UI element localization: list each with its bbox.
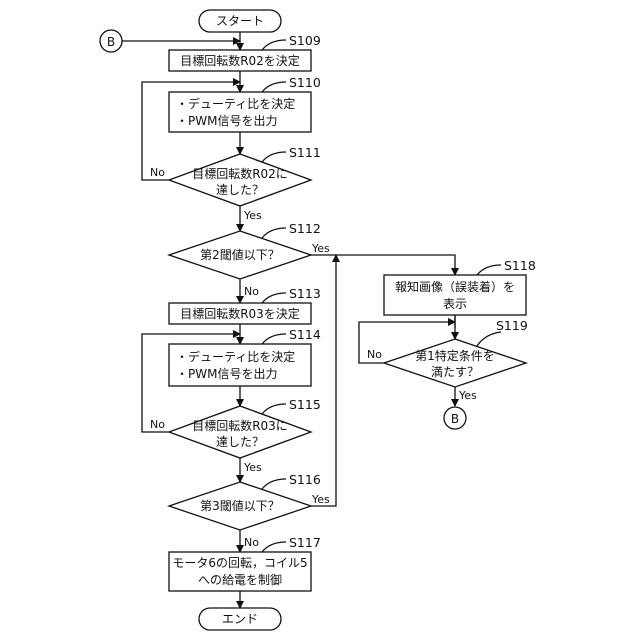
decision-s112-label: S112: [289, 221, 321, 236]
step-s114: ・デューティ比を決定 ・PWM信号を出力 S114: [169, 327, 321, 386]
step-s117-line1: モータ6の回転，コイル5: [172, 556, 307, 570]
decision-s111-line1: 目標回転数R02に: [192, 166, 288, 181]
decision-s116-text: 第3閾値以下？: [200, 498, 280, 513]
leader-s118: [477, 265, 501, 275]
leader-s114: [262, 334, 286, 344]
connector-b-top-text: B: [107, 35, 115, 49]
decision-s112-text: 第2閾値以下？: [200, 247, 280, 262]
step-s114-label: S114: [289, 327, 321, 342]
s112-yes-line: [311, 255, 455, 275]
s111-yes-label: Yes: [243, 209, 262, 222]
connector-b-bottom-text: B: [451, 412, 459, 426]
start-text: スタート: [216, 14, 264, 28]
decision-s115: 目標回転数R03に 達した？ S115: [169, 397, 321, 458]
decision-s111-line2: 達した？: [216, 183, 264, 197]
s116-yes-label: Yes: [311, 493, 330, 506]
leader-s111: [262, 152, 286, 162]
s111-no-label: No: [150, 166, 165, 179]
step-s110-line1: ・デューティ比を決定: [176, 96, 295, 111]
decision-s119-line2: 満たす？: [431, 365, 479, 379]
decision-s115-line2: 達した？: [216, 435, 264, 449]
leader-s109: [262, 40, 286, 50]
step-s117-line2: への給電を制御: [198, 572, 282, 587]
s115-yes-label: Yes: [243, 461, 262, 474]
step-s113-text: 目標回転数R03を決定: [180, 306, 300, 321]
step-s109: 目標回転数R02を決定 S109: [169, 33, 321, 71]
leader-s110: [262, 82, 286, 92]
s112-yes-label: Yes: [311, 242, 330, 255]
decision-s115-label: S115: [289, 397, 321, 412]
decision-s119: 第1特定条件を 満たす？ S119: [384, 318, 528, 387]
step-s109-text: 目標回転数R02を決定: [180, 53, 300, 68]
step-s110: ・デューティ比を決定 ・PWM信号を出力 S110: [169, 75, 321, 132]
leader-s119: [477, 332, 501, 346]
step-s114-line2: ・PWM信号を出力: [176, 367, 277, 381]
end-terminal: エンド: [199, 608, 281, 630]
s115-no-label: No: [150, 418, 165, 431]
connector-b-top: B: [100, 30, 122, 52]
s112-no-label: No: [244, 285, 259, 298]
decision-s116-label: S116: [289, 472, 321, 487]
decision-s119-label: S119: [496, 318, 528, 333]
connector-b-bottom: B: [444, 407, 466, 429]
s119-yes-label: Yes: [458, 389, 477, 402]
s116-no-label: No: [244, 536, 259, 549]
decision-s116: 第3閾値以下？ S116: [169, 472, 321, 530]
step-s118-line1: 報知画像（誤装着）を: [395, 279, 515, 294]
step-s118-label: S118: [504, 258, 536, 273]
decision-s111-label: S111: [289, 145, 321, 160]
end-text: エンド: [222, 612, 258, 626]
leader-s112: [262, 228, 286, 238]
decision-s115-line1: 目標回転数R03に: [192, 418, 288, 433]
step-s113-label: S113: [289, 286, 321, 301]
decision-s111: 目標回転数R02に 達した？ S111: [169, 145, 321, 206]
step-s114-line1: ・デューティ比を決定: [176, 349, 295, 364]
start-terminal: スタート: [199, 10, 281, 32]
decision-s112: 第2閾値以下？ S112: [169, 221, 321, 279]
step-s118: 報知画像（誤装着）を 表示 S118: [384, 258, 536, 315]
leader-s116: [262, 479, 286, 489]
leader-s117: [262, 542, 286, 552]
step-s110-label: S110: [289, 75, 321, 90]
decision-s119-line1: 第1特定条件を: [415, 348, 495, 363]
s119-no-label: No: [367, 348, 382, 361]
leader-s113: [262, 293, 286, 303]
leader-s115: [262, 404, 286, 414]
step-s110-line2: ・PWM信号を出力: [176, 114, 277, 128]
step-s118-line2: 表示: [443, 297, 467, 311]
step-s109-label: S109: [289, 33, 321, 48]
step-s117-label: S117: [289, 535, 321, 550]
